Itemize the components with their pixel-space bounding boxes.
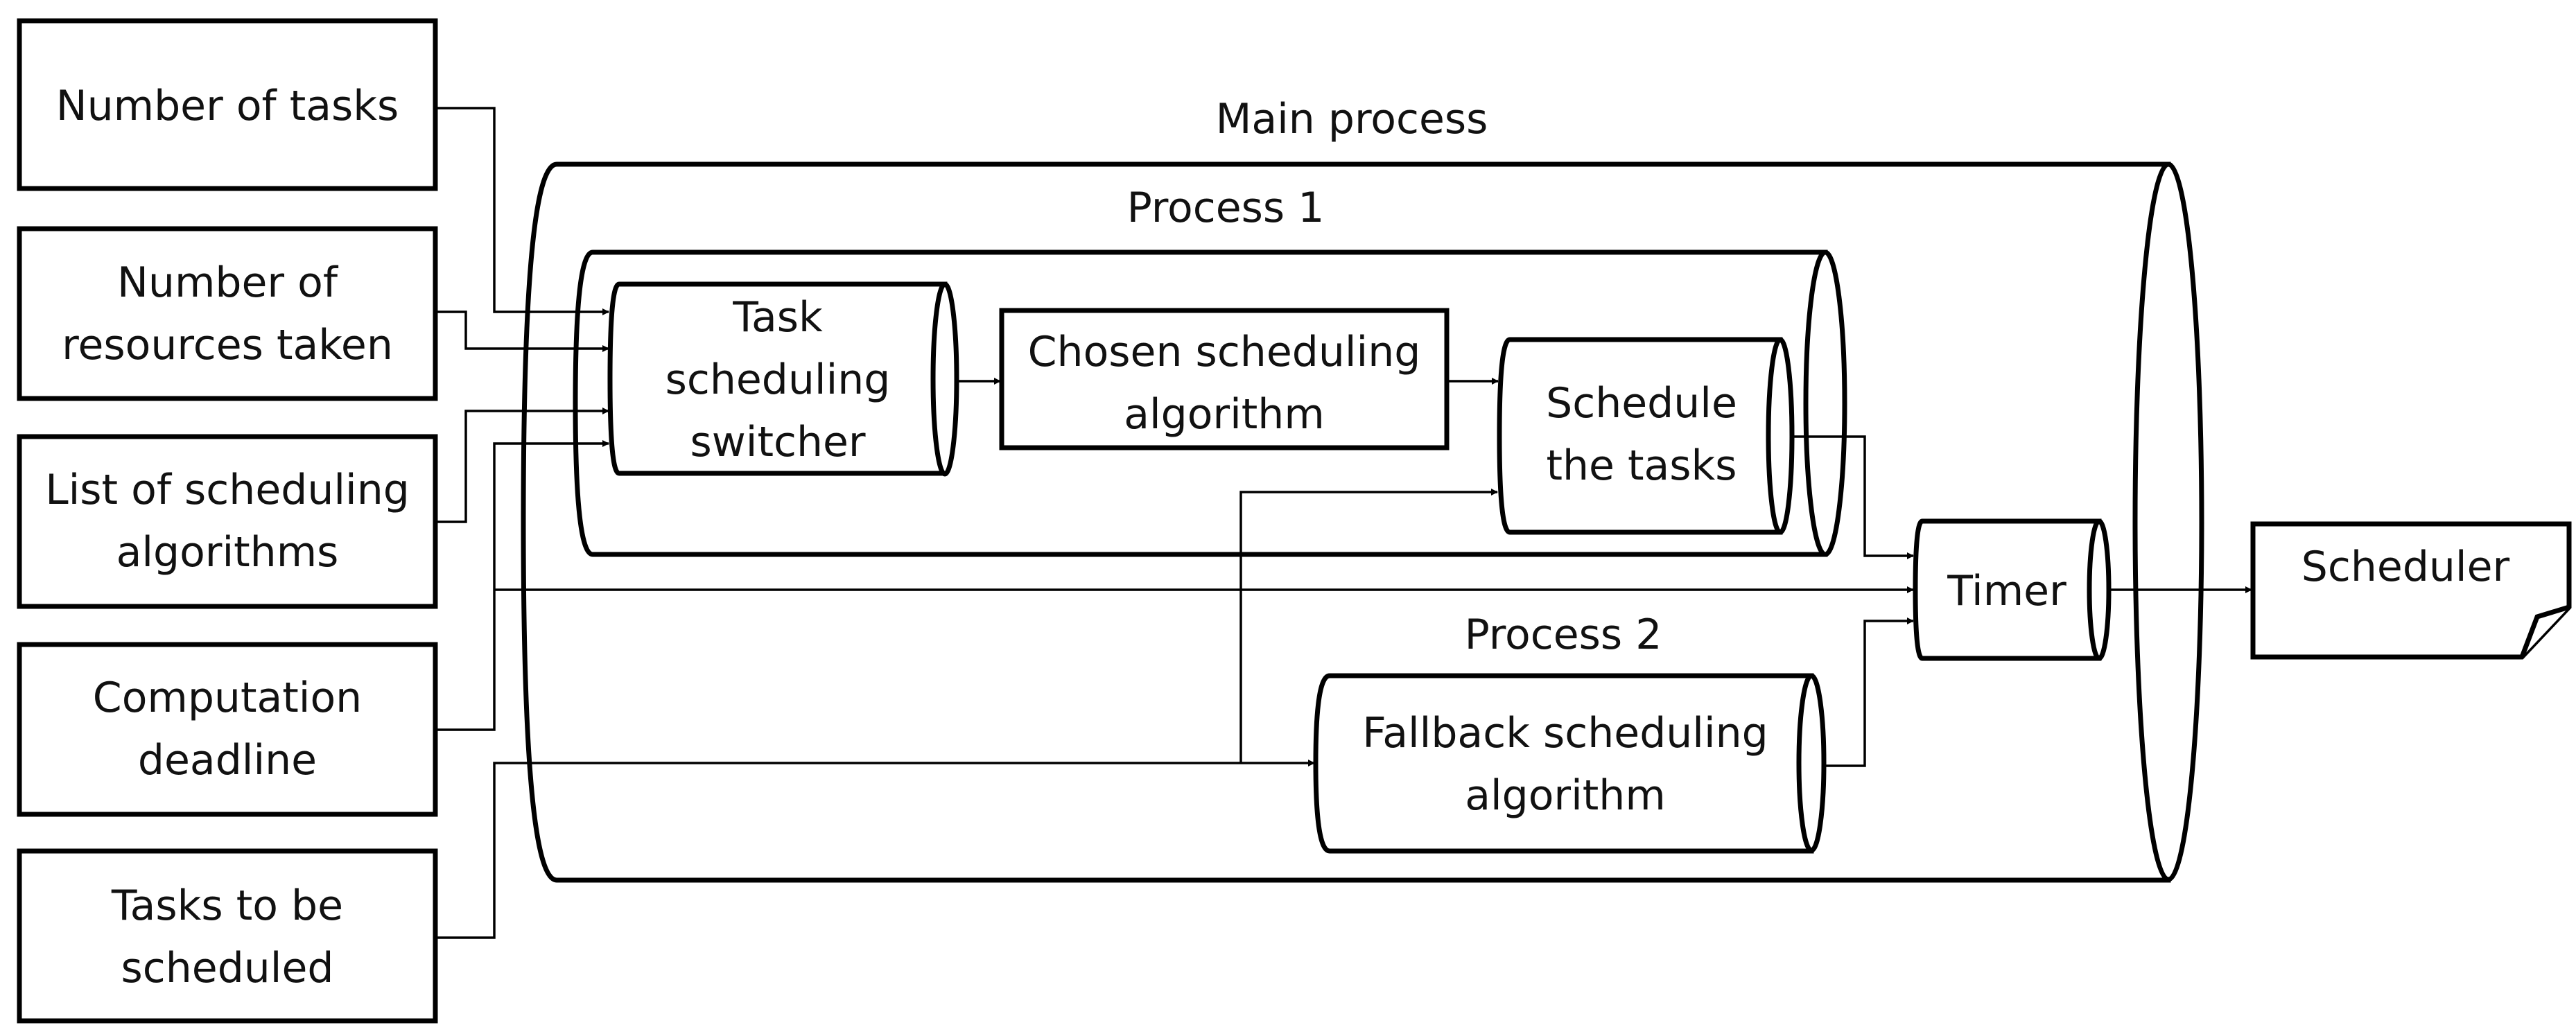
input-number-of-resources: Number of resources taken xyxy=(17,226,438,401)
input-tasks-to-schedule: Tasks to be scheduled xyxy=(17,848,438,1024)
scheduler-output: Scheduler xyxy=(2250,521,2572,660)
input-list-of-algorithms-line2: algorithms xyxy=(116,528,339,577)
input-list-of-algorithms-line1: List of scheduling xyxy=(45,466,410,514)
input-tasks-to-schedule-line1: Tasks to be xyxy=(111,882,343,930)
fallback-line1: Fallback scheduling xyxy=(1362,709,1768,757)
input-computation-deadline: Computation deadline xyxy=(17,642,438,817)
input-number-of-tasks-label: Number of tasks xyxy=(56,82,399,130)
switcher-line3: switcher xyxy=(690,418,865,466)
chosen-algorithm-box: Chosen scheduling algorithm xyxy=(999,308,1450,450)
schedule-tasks-line1: Schedule xyxy=(1546,379,1737,428)
schedule-tasks-cylinder: Schedule the tasks xyxy=(1497,337,1795,535)
input-tasks-to-schedule-line2: scheduled xyxy=(121,944,334,992)
timer-cylinder: Timer xyxy=(1913,518,2112,661)
wire-schedule-to-timer xyxy=(1792,435,1914,559)
input-computation-deadline-line1: Computation xyxy=(93,674,362,722)
chosen-algorithm-line1: Chosen scheduling xyxy=(1028,328,1421,376)
wire-resources-to-switcher xyxy=(435,310,609,352)
fallback-algorithm-cylinder: Fallback scheduling algorithm xyxy=(1313,673,1827,854)
input-number-of-resources-line2: resources taken xyxy=(62,321,393,369)
chosen-algorithm-line2: algorithm xyxy=(1124,390,1325,439)
main-process-label: Main process xyxy=(1216,95,1488,143)
process2-label: Process 2 xyxy=(1465,611,1662,659)
task-scheduling-switcher: Task scheduling switcher xyxy=(607,281,959,477)
wire-algorithms-to-switcher xyxy=(435,408,609,523)
timer-label: Timer xyxy=(1947,567,2066,615)
input-number-of-resources-line1: Number of xyxy=(117,258,339,307)
input-computation-deadline-line2: deadline xyxy=(138,736,317,785)
switcher-line2: scheduling xyxy=(665,356,891,404)
wire-tasks-list-to-fallback xyxy=(435,760,1315,939)
process1-label: Process 1 xyxy=(1127,184,1325,232)
wire-fallback-to-timer xyxy=(1824,617,1914,767)
input-list-of-algorithms: List of scheduling algorithms xyxy=(17,434,438,609)
scheduler-label: Scheduler xyxy=(2301,543,2510,591)
wire-tasks-to-switcher xyxy=(435,107,609,315)
input-number-of-tasks: Number of tasks xyxy=(17,18,438,191)
schedule-tasks-line2: the tasks xyxy=(1546,441,1737,490)
fallback-line2: algorithm xyxy=(1465,771,1666,820)
switcher-line1: Task xyxy=(732,293,823,342)
wire-deadline-to-switcher xyxy=(435,440,609,731)
wire-tasks-list-to-schedule xyxy=(1239,489,1498,763)
